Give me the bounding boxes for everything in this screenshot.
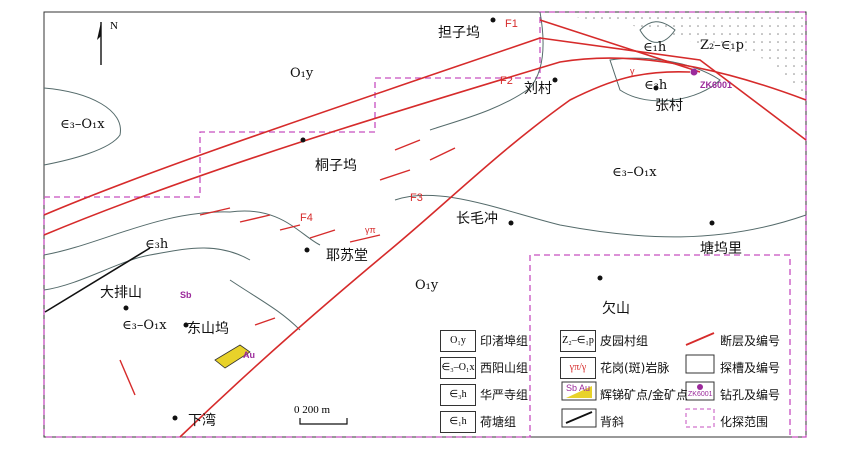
unit-e1h: ∈₁h [643, 40, 667, 55]
unit-z2e1p: Z₂–∈₁p [700, 38, 744, 53]
legend-symbols [561, 332, 715, 428]
legend-label-z2e1p: 皮园村组 [600, 334, 649, 348]
au-zone [214, 344, 251, 369]
legend-label-e1h: 荷塘组 [480, 415, 517, 429]
scale-label: 0 200 m [294, 404, 331, 416]
place-yesutang: 耶苏堂 [326, 248, 368, 264]
place-dapaishan: 大排山 [100, 285, 142, 301]
legend-symbol-drill: ZK6001 [688, 391, 713, 398]
fault-label-f4: F4 [300, 212, 313, 224]
scale-bar [299, 418, 348, 425]
place-zhangcun: 张村 [655, 98, 683, 114]
legend-label-granite: 花岗(斑)岩脉 [600, 361, 670, 375]
unit-e3h-west: ∈₃h [145, 237, 169, 252]
drillhole-zk6001 [690, 68, 698, 76]
fault-f1-east [539, 37, 807, 141]
north-arrow-icon [97, 22, 102, 65]
fault-f1-branch [539, 19, 701, 73]
legend-symbol-sbau: Sb Au [566, 383, 591, 393]
legend-symbol-z2e1p: Z₂–∈₁p [560, 330, 596, 352]
place-xiawan: 下湾 [188, 413, 216, 429]
place-tongziwu: 桐子坞 [315, 158, 357, 174]
legend-symbol-e3h: ∈₃h [440, 384, 476, 406]
legend-label-o1y: 印渚埠组 [480, 334, 529, 348]
legend-label-fault: 断层及编号 [720, 334, 781, 348]
place-liucun: 刘村 [524, 81, 552, 97]
fault-label-f2: F2 [500, 75, 513, 87]
unit-e3o1x-sw: ∈₃–O₁x [122, 318, 167, 333]
gamma-pi-label: γπ [365, 225, 376, 235]
gamma-label: γ [630, 66, 635, 76]
map-frame [43, 11, 807, 438]
place-dongshanwu: 东山坞 [187, 321, 229, 337]
unit-o1y-top: O₁y [290, 66, 314, 81]
legend-symbol-e3o1x: ∈₃–O₁x [440, 357, 476, 379]
place-qianshan: 欠山 [602, 301, 630, 317]
place-changmaochong: 长毛冲 [456, 211, 498, 227]
unit-e3h-zhangcun: ∈₃h [644, 78, 668, 93]
place-tangwuli: 塘坞里 [700, 241, 742, 257]
fault-f1 [43, 37, 541, 216]
legend-label-anticline: 背斜 [600, 415, 625, 429]
legend-label-sbau: 辉锑矿点/金矿点 [600, 388, 689, 402]
place-danziwu: 担子坞 [438, 25, 480, 41]
fault-f2 [43, 57, 807, 236]
sb-label: Sb [180, 290, 192, 300]
north-label: N [110, 20, 118, 32]
legend-label-trench: 探槽及编号 [720, 361, 781, 375]
z2e1p-area [540, 12, 806, 100]
settlement-dots [123, 17, 715, 421]
legend-symbol-granite: γπ/γ [560, 357, 596, 379]
legend-label-e3h: 华严寺组 [480, 388, 529, 402]
fault-label-f1: F1 [505, 18, 518, 30]
legend-symbol-o1y: O₁y [440, 330, 476, 352]
unit-e3o1x-left: ∈₃–O₁x [60, 117, 105, 132]
unit-o1y-bottom: O₁y [415, 278, 439, 293]
survey-boundary [43, 11, 807, 438]
faults [43, 19, 807, 438]
drillhole-label: ZK6001 [700, 80, 733, 90]
granite-dikes [119, 139, 456, 396]
fault-label-f3: F3 [410, 192, 423, 204]
legend-label-e3o1x: 西阳山组 [480, 361, 529, 375]
legend-symbol-e1h: ∈₁h [440, 411, 476, 433]
legend-label-drill: 钻孔及编号 [720, 388, 781, 402]
unit-e3o1x-right: ∈₃–O₁x [612, 165, 657, 180]
au-label: Au [243, 350, 255, 360]
legend-label-survey: 化探范围 [720, 415, 769, 429]
fault-f3 [179, 70, 691, 438]
